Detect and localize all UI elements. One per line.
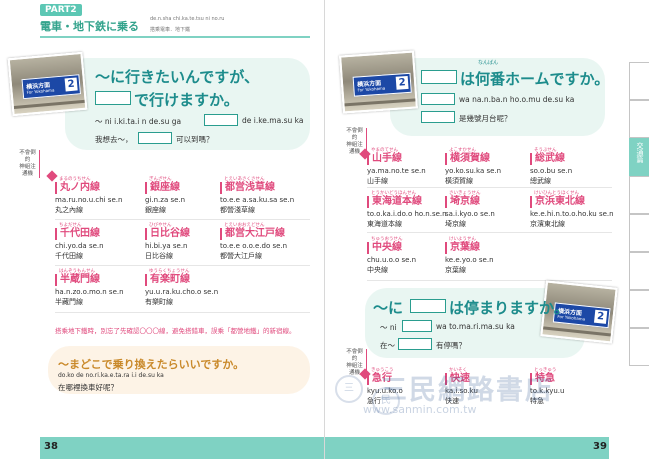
zh-blank (138, 132, 172, 144)
zh-blank-2 (398, 338, 432, 350)
watermark-circle: 民 (372, 387, 400, 415)
phrase2-zh-suffix: 有停嗎？ (436, 341, 466, 350)
zh-blank (421, 111, 455, 123)
header-rule (40, 36, 310, 38)
watermark-text: 三民網路書店 (380, 375, 554, 406)
chapter-tab[interactable] (629, 176, 649, 214)
phrase2-zh-prefix: 在～ (380, 341, 395, 350)
vocab-tag-2: 不會倒的 神組注通機 (345, 349, 367, 377)
footer-bar (40, 437, 324, 459)
phrase-zh-prefix: 我想去～， (95, 135, 133, 144)
line-item: けいひんとうほくせん京浜東北線 ke.e.hi.n.to.o.ho.ku se.… (530, 190, 620, 229)
sub-phrase-cloud (48, 346, 310, 394)
watermark-url: www.sanmin.com.tw (363, 403, 477, 416)
number-blank (421, 70, 457, 84)
phrase2-prefix: ～に (373, 299, 404, 317)
phrase2-suffix: は停まりますか。 (449, 299, 569, 317)
chapter-tab[interactable] (629, 214, 649, 252)
vocab-tag: 不會倒的 神組注通機 (345, 128, 367, 156)
row-separator (367, 187, 612, 188)
chapter-tab[interactable] (629, 100, 649, 138)
tip-note: 搭乘地下鐵時，別忘了先確認〇〇〇線，避免搭錯車，誤乘「都營地鐵」的新宿線。 (55, 327, 296, 335)
main-phrase: は何番ホームですか。 (460, 70, 610, 88)
line-item: とうかいどうほんせん東海道本線 to.o.ka.i.do.o ho.n.se.n… (367, 190, 457, 229)
chapter-tab-transport[interactable]: 交通篇 (629, 138, 649, 176)
station-blank-2 (410, 299, 446, 313)
platform-sign: 横浜方面 For Yokohama 2 (352, 72, 412, 97)
chapter-title: 電車・地下鉄に乗る (40, 20, 139, 33)
phrase2-romaji-prefix: ～ ni (380, 323, 397, 332)
romaji-blank (421, 93, 455, 105)
chapter-tab[interactable] (629, 290, 649, 328)
phrase2-romaji-suffix: wa to.ma.ri.ma.su ka (436, 322, 515, 331)
chapter-romaji: de.n.sha chi.ka.te.tsu ni no.ru (150, 16, 225, 22)
left-page: PART2 電車・地下鉄に乗る de.n.sha chi.ka.te.tsu n… (0, 0, 324, 459)
right-page: 横浜方面 For Yokohama 2 なんばん は何番ホームですか。 wa n… (325, 0, 649, 459)
chapter-zh: 搭乘電車．地下鐵 (150, 27, 191, 33)
footer-bar (325, 437, 609, 459)
station-photo: 横浜方面 For Yokohama 2 (7, 51, 88, 117)
chapter-tab[interactable] (629, 252, 649, 290)
phrase-furigana: なんばん (478, 60, 499, 66)
phrase-romaji-suffix: de i.ke.ma.su ka (242, 116, 304, 125)
phrase-zh-suffix: 可以到嗎？ (176, 135, 214, 144)
watermark-circle: 三 (335, 375, 363, 403)
phrase-romaji: wa na.n.ba.n ho.o.mu de.su ka (459, 95, 575, 104)
line-blank (204, 114, 238, 126)
station-blank (95, 91, 131, 105)
page-number: 38 (44, 441, 58, 452)
chapter-tab[interactable] (629, 328, 649, 366)
row-separator (55, 219, 310, 220)
sub-phrase-romaji: do.ko de no.ri.ka.e.ta.ra i.i de.su ka (58, 372, 164, 379)
vocab-tag: 不會倒的 神組注通機 (18, 150, 40, 178)
main-phrase-line1: ～に行きたいんですが、 (95, 68, 259, 86)
spine (324, 0, 325, 459)
row-separator (367, 232, 612, 233)
page-number: 39 (593, 441, 607, 452)
main-phrase-line2: で行けますか。 (134, 91, 239, 109)
romaji-blank-2 (402, 320, 432, 332)
station-photo: 横浜方面 For Yokohama 2 (339, 50, 418, 114)
sub-phrase-zh: 在哪裡換車好呢？ (58, 383, 118, 392)
platform-sign: 横浜方面 For Yokohama 2 (21, 74, 82, 100)
phrase-romaji-prefix: ～ ni i.ki.ta.i n de.su ga (95, 117, 182, 126)
sub-phrase: ～まどこで乗り換えたらいいですか。 (58, 358, 245, 371)
row-separator (55, 312, 310, 313)
row-separator (367, 280, 612, 281)
part-badge: PART2 (40, 4, 82, 16)
chapter-tab[interactable] (629, 62, 649, 100)
phrase-zh: 是幾號月台呢？ (459, 114, 512, 123)
row-separator (55, 265, 310, 266)
